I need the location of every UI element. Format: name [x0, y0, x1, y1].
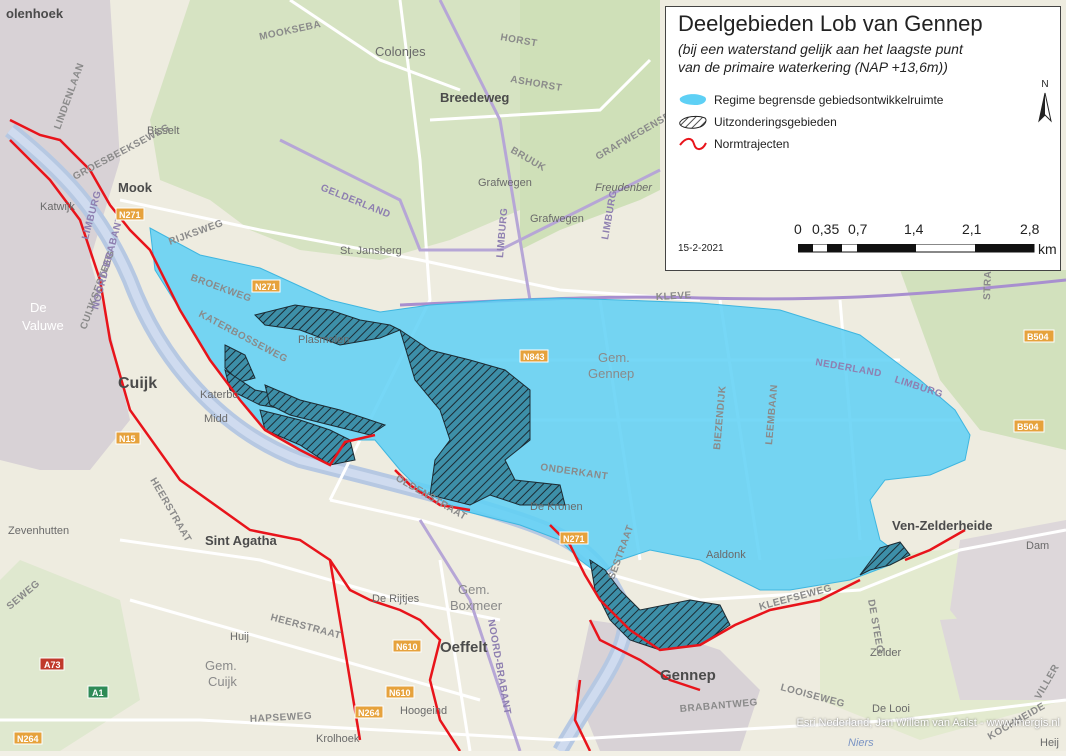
place-label: Sint Agatha [205, 533, 278, 548]
map-credit: Esri Nederland, Jan Willem van Aalst - w… [797, 717, 1060, 729]
north-label: N [1035, 79, 1055, 90]
road-shield: N271 [563, 534, 585, 544]
place-label: Gennep [588, 366, 634, 381]
scale-label: 0 [794, 221, 802, 237]
road-shield: N15 [119, 434, 136, 444]
legend-title: Deelgebieden Lob van Gennep [678, 11, 983, 37]
scale-label: 1,4 [904, 221, 923, 237]
place-label: Gem. [205, 658, 237, 673]
scale-bar: 0 0,35 0,7 1,4 2,1 2,8 km [794, 221, 1058, 261]
place-label: Colonjes [375, 44, 426, 59]
blue-area-swatch-icon [678, 91, 708, 109]
place-label: Grafwegen [478, 177, 532, 189]
place-label: Oeffelt [440, 639, 488, 656]
legend-subtitle-line2: van de primaire waterkering (NAP +13,6m)… [678, 59, 948, 75]
scale-label: 0,7 [848, 221, 867, 237]
place-label: Heij [1040, 737, 1059, 749]
scale-unit: km [1038, 241, 1057, 257]
place-label: Niers [848, 737, 874, 749]
place-label: Gem. [458, 582, 490, 597]
scale-bar-graphic [798, 244, 1038, 254]
legend-panel: Deelgebieden Lob van Gennep (bij een wat… [665, 6, 1061, 271]
place-label: Freudenber [595, 182, 653, 194]
scale-label: 2,8 [1020, 221, 1039, 237]
place-label: De Kronen [530, 501, 583, 513]
place-label: Katerbo [200, 389, 239, 401]
scale-label: 2,1 [962, 221, 981, 237]
north-arrow: N [1035, 79, 1055, 127]
place-label: Cuijk [118, 375, 157, 392]
place-label: De Rijtjes [372, 593, 420, 605]
place-label: De [30, 300, 47, 315]
road-label: KLEVE [656, 290, 692, 303]
place-label: Mook [118, 180, 153, 195]
legend-item-label: Normtrajecten [714, 137, 789, 151]
road-shield: N843 [523, 352, 545, 362]
place-label: Plasmolen [298, 334, 349, 346]
place-label: Breedeweg [440, 90, 509, 105]
place-label: St. Jansberg [340, 245, 402, 257]
place-label: olenhoek [6, 6, 64, 21]
map-date: 15-2-2021 [678, 243, 724, 254]
place-label: Midd [204, 413, 228, 425]
place-label: Gennep [660, 667, 716, 684]
scale-label: 0,35 [812, 221, 839, 237]
road-shield: N271 [255, 282, 277, 292]
place-label: Valuwe [22, 318, 64, 333]
road-shield: N264 [17, 734, 39, 744]
road-shield: N610 [396, 642, 418, 652]
legend-item-label: Regime begrensde gebiedsontwikkelruimte [714, 93, 943, 107]
hatched-area-swatch-icon [678, 113, 708, 131]
road-shield: N610 [389, 688, 411, 698]
road-shield: N264 [358, 708, 380, 718]
road-shield: B504 [1017, 422, 1039, 432]
place-label: Katwijk [40, 201, 75, 213]
road-shield: A1 [92, 688, 104, 698]
place-label: Krolhoek [316, 733, 360, 745]
place-label: Gem. [598, 350, 630, 365]
place-label: Huij [230, 631, 249, 643]
road-shield: A73 [44, 660, 61, 670]
road-shield: B504 [1027, 332, 1049, 342]
red-line-swatch-icon [678, 135, 708, 153]
place-label: Ven-Zelderheide [892, 518, 992, 533]
north-arrow-icon [1035, 91, 1055, 125]
place-label: Aaldonk [706, 549, 746, 561]
legend-subtitle-line1: (bij een waterstand gelijk aan het laags… [678, 41, 963, 57]
road-shield: N271 [119, 210, 141, 220]
place-label: Grafwegen [530, 213, 584, 225]
place-label: De Looi [872, 703, 910, 715]
place-label: Boxmeer [450, 598, 503, 613]
legend-item-label: Uitzonderingsgebieden [714, 115, 837, 129]
place-label: Cuijk [208, 674, 237, 689]
place-label: Hoogeind [400, 705, 447, 717]
place-label: Zevenhutten [8, 525, 69, 537]
place-label: Dam [1026, 540, 1049, 552]
